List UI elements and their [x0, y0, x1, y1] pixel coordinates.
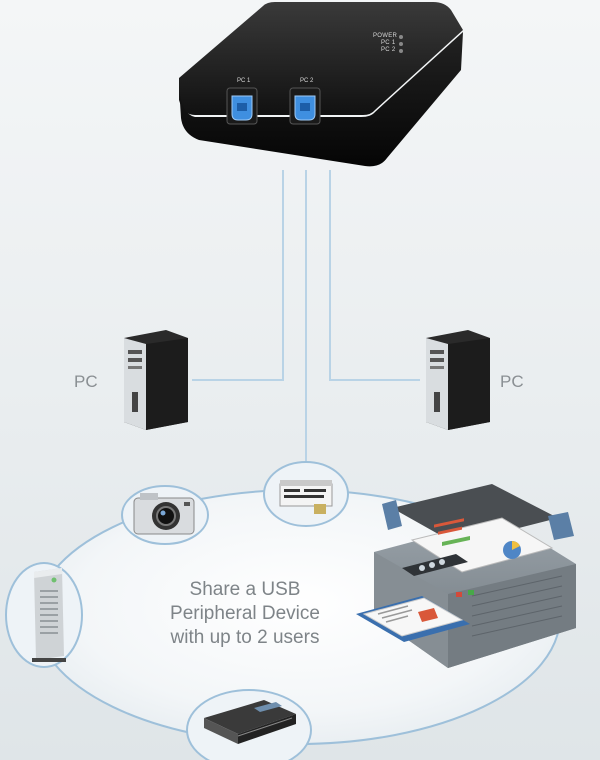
port-pc2-label: PC 2 [300, 78, 314, 84]
card-reader-icon [263, 461, 349, 527]
scanner-icon [186, 689, 312, 760]
pc-tower-icon [124, 330, 188, 430]
pc1-led-label: PC 1 [381, 40, 396, 46]
pc-right-label: PC [500, 372, 524, 391]
power-led-label: POWER [373, 33, 398, 39]
pc-left-label: PC [74, 372, 98, 391]
port-pc1-label: PC 1 [237, 78, 251, 84]
share-caption-line3: with up to 2 users [170, 627, 320, 648]
share-caption-line1: Share a USB [189, 579, 301, 600]
pc-tower-icon [426, 330, 490, 430]
multifunction-printer-icon [356, 484, 576, 668]
share-caption: Share a USB Peripheral Device with up to… [140, 578, 350, 650]
usb-switch-device: POWER PC 1 PC 2 PC 1 PC 2 [175, 0, 465, 168]
usb-switch-icon [179, 2, 463, 167]
pc2-led-label: PC 2 [381, 47, 396, 53]
camera-icon [121, 485, 209, 545]
external-drive-icon [5, 562, 83, 668]
share-caption-line2: Peripheral Device [170, 603, 320, 624]
